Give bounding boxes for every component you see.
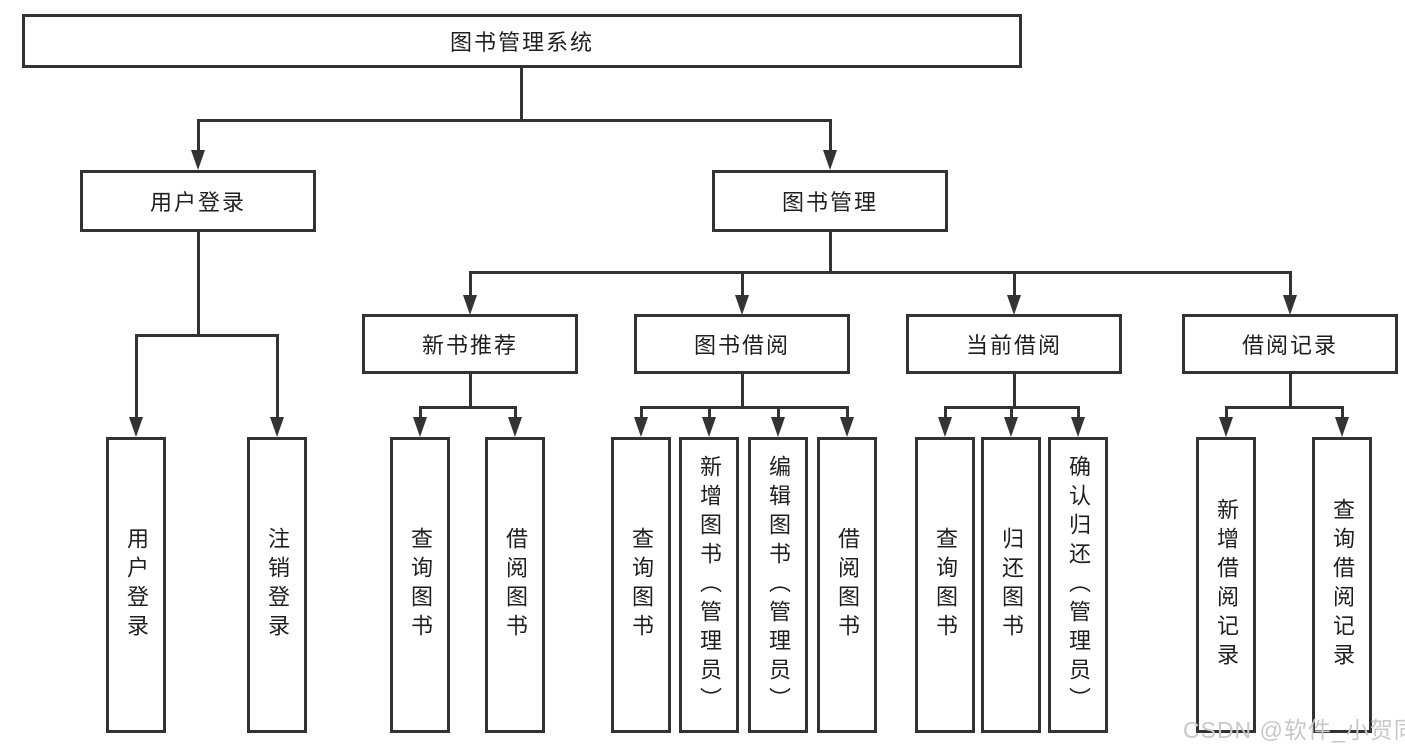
connector-book-borrow-stem (741, 374, 744, 409)
node-borrow-records-label: 借阅记录 (1241, 333, 1338, 358)
connector-drop-confirm-return-admin (1077, 406, 1080, 419)
leaf-add-book-admin-label: 新增图书（管理员） (697, 454, 722, 716)
leaf-confirm-return-admin-label: 确认归还（管理员） (1066, 454, 1091, 716)
connector-root-stem (520, 68, 523, 121)
connector-drop-query-borrow-record (1341, 406, 1344, 419)
connector-drop-return-books (1010, 406, 1013, 419)
leaf-query-books-2: 查询图书 (611, 437, 671, 733)
connector-borrow-records-stem (1289, 374, 1292, 409)
connector-drop-add-borrow-record (1225, 406, 1228, 419)
connector-book-management-stem (829, 232, 832, 273)
connector-drop-user-login (197, 119, 200, 152)
leaf-borrow-books-1-label: 借阅图书 (503, 527, 528, 643)
connector-drop-query-books-1 (419, 406, 422, 419)
arrowhead-book-management (823, 150, 837, 170)
node-root-label: 图书管理系统 (449, 30, 594, 55)
connector-borrow-records-bus (1225, 406, 1344, 409)
leaf-add-book-admin: 新增图书（管理员） (679, 437, 739, 733)
leaf-confirm-return-admin: 确认归还（管理员） (1048, 437, 1108, 733)
leaf-query-books-1: 查询图书 (390, 437, 450, 733)
node-user-login-label: 用户登录 (149, 190, 246, 215)
node-new-book-recommend-label: 新书推荐 (421, 333, 518, 358)
arrowhead-return-books (1004, 417, 1018, 437)
connector-drop-add-book-admin (708, 406, 711, 419)
connector-root-bus (197, 119, 832, 122)
leaf-logout-label: 注销登录 (265, 527, 290, 643)
leaf-query-borrow-record-label: 查询借阅记录 (1330, 498, 1355, 672)
connector-book-management-bus (469, 271, 1292, 274)
arrowhead-confirm-return-admin (1071, 417, 1085, 437)
arrowhead-query-borrow-record (1335, 417, 1349, 437)
leaf-query-borrow-record: 查询借阅记录 (1312, 437, 1372, 733)
node-book-borrow: 图书借阅 (634, 314, 850, 374)
leaf-return-books-label: 归还图书 (999, 527, 1024, 643)
node-current-borrow: 当前借阅 (906, 314, 1122, 374)
node-current-borrow-label: 当前借阅 (965, 333, 1062, 358)
node-new-book-recommend: 新书推荐 (362, 314, 578, 374)
connector-drop-query-books-2 (640, 406, 643, 419)
arrowhead-query-books-1 (413, 417, 427, 437)
arrowhead-query-books-3 (938, 417, 952, 437)
leaf-borrow-books-2-label: 借阅图书 (835, 527, 860, 643)
arrowhead-leaf-logout (270, 417, 284, 437)
connector-new-book-recommend-stem (469, 374, 472, 409)
arrowhead-book-borrow (735, 295, 749, 315)
csdn-watermark: CSDN @软件_小贺同学 (1183, 717, 1405, 743)
connector-drop-book-borrow (741, 271, 744, 297)
connector-drop-new-book-recommend (469, 271, 472, 297)
node-borrow-records: 借阅记录 (1182, 314, 1398, 374)
connector-drop-leaf-logout (276, 334, 279, 419)
leaf-add-borrow-record-label: 新增借阅记录 (1214, 498, 1239, 672)
connector-drop-leaf-user-login (135, 334, 138, 419)
connector-new-book-recommend-bus (419, 406, 517, 409)
leaf-query-books-3-label: 查询图书 (933, 527, 958, 643)
leaf-user-login: 用户登录 (106, 437, 166, 733)
node-book-borrow-label: 图书借阅 (693, 333, 790, 358)
arrowhead-edit-book-admin (771, 417, 785, 437)
arrowhead-borrow-books-1 (508, 417, 522, 437)
node-book-management: 图书管理 (712, 170, 948, 232)
connector-drop-book-management (829, 119, 832, 152)
connector-drop-borrow-books-1 (514, 406, 517, 419)
arrowhead-user-login (191, 150, 205, 170)
leaf-edit-book-admin: 编辑图书（管理员） (748, 437, 808, 733)
connector-drop-current-borrow (1013, 271, 1016, 297)
connector-current-borrow-stem (1013, 374, 1016, 409)
arrowhead-add-borrow-record (1219, 417, 1233, 437)
node-user-login: 用户登录 (80, 170, 316, 232)
connector-drop-borrow-records (1289, 271, 1292, 297)
leaf-logout: 注销登录 (247, 437, 307, 733)
leaf-edit-book-admin-label: 编辑图书（管理员） (766, 454, 791, 716)
connector-drop-query-books-3 (944, 406, 947, 419)
leaf-add-borrow-record: 新增借阅记录 (1196, 437, 1256, 733)
arrowhead-query-books-2 (634, 417, 648, 437)
leaf-query-books-2-label: 查询图书 (629, 527, 654, 643)
leaf-query-books-1-label: 查询图书 (408, 527, 433, 643)
arrowhead-add-book-admin (702, 417, 716, 437)
connector-user-login-bus (135, 334, 279, 337)
node-book-management-label: 图书管理 (781, 190, 878, 215)
arrowhead-borrow-records (1283, 295, 1297, 315)
arrowhead-leaf-user-login (129, 417, 143, 437)
connector-book-borrow-bus (640, 406, 849, 409)
leaf-user-login-label: 用户登录 (124, 527, 149, 643)
connector-drop-borrow-books-2 (846, 406, 849, 419)
arrowhead-current-borrow (1007, 295, 1021, 315)
connector-drop-edit-book-admin (777, 406, 780, 419)
leaf-borrow-books-2: 借阅图书 (817, 437, 877, 733)
leaf-return-books: 归还图书 (981, 437, 1041, 733)
leaf-borrow-books-1: 借阅图书 (485, 437, 545, 733)
node-root: 图书管理系统 (22, 14, 1022, 68)
connector-user-login-stem (197, 232, 200, 336)
arrowhead-new-book-recommend (463, 295, 477, 315)
leaf-query-books-3: 查询图书 (915, 437, 975, 733)
arrowhead-borrow-books-2 (840, 417, 854, 437)
